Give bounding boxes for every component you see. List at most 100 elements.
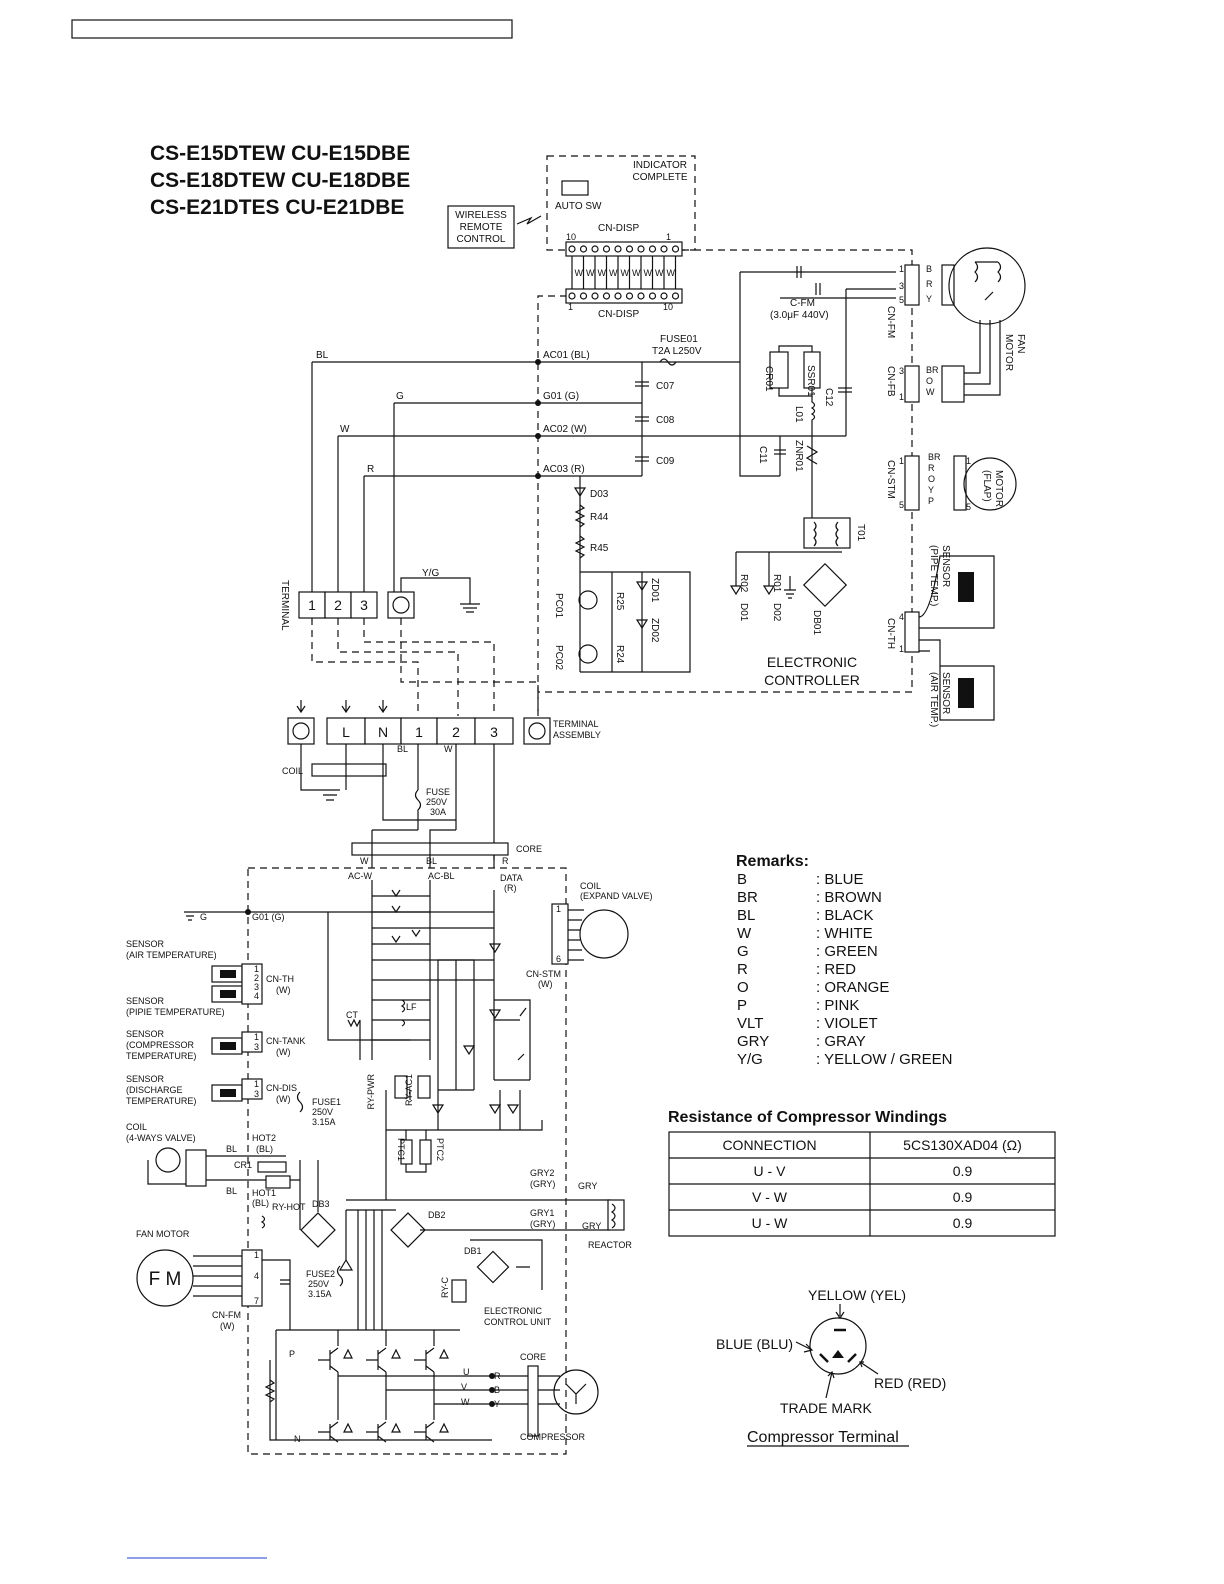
model-title-3: CS-E21DTES CU-E21DBE	[150, 196, 404, 219]
auto-sw-label: AUTO SW	[555, 201, 602, 212]
label-hot1-2: (BL)	[252, 1198, 269, 1208]
label-hot2-1: HOT2	[252, 1133, 276, 1143]
indoor-terminal-label: TERMINAL	[279, 580, 290, 631]
cn-fb-plug	[941, 365, 965, 403]
label-yg: Y/G	[422, 568, 439, 579]
outdoor-ecu-boundary	[247, 867, 567, 1455]
fuse01-rating: T2A L250V	[652, 346, 702, 357]
fan-motor-label-2: MOTOR	[1003, 334, 1014, 371]
cn-th-outdoor-pin-1: 1	[254, 964, 259, 974]
cn-fb-color-o: O	[926, 376, 933, 386]
label-g: G	[396, 391, 404, 402]
fuse-30a-symbol	[414, 789, 422, 830]
varistor-znr01	[805, 445, 819, 465]
cn-stm-expand-pin-1: 1	[556, 904, 561, 914]
cn-dis-pin-3: 3	[254, 1089, 259, 1099]
label-bl-4way-1: BL	[226, 1144, 237, 1154]
igbt-switch	[377, 1330, 401, 1443]
remark-color: : ORANGE	[816, 979, 889, 996]
outdoor-terminal-3-label: 3	[490, 724, 498, 740]
sensor-air-label-1: SENSOR	[940, 672, 951, 714]
transformer-t01	[803, 517, 851, 549]
cn-fm-outdoor-connector	[241, 1249, 263, 1307]
cn-th-outdoor-label-2: (W)	[276, 985, 291, 995]
outdoor-terminal-3	[474, 717, 514, 745]
label-outdoor-g01: G01 (G)	[252, 912, 285, 922]
flap-motor-pin-5: 5	[966, 502, 971, 512]
ground-db01	[784, 576, 796, 599]
fuse1-label-2: 250V	[312, 1107, 333, 1117]
resistance-cell: 0.9	[953, 1163, 973, 1179]
sensor-dis-label-2: (DISCHARGE	[126, 1085, 183, 1095]
cn-fm-color-b: B	[926, 264, 932, 274]
label-fm: F M	[149, 1269, 182, 1290]
remark-code: P	[737, 997, 747, 1014]
label-ry-c: RY-C	[440, 1276, 450, 1298]
sensor-comp-label-3: TEMPERATURE)	[126, 1051, 196, 1061]
ptc2	[419, 1139, 432, 1165]
arrow-trade-mark	[825, 1370, 835, 1399]
indoor-unit: WIRELESS REMOTE CONTROL INDICATOR COMPLE…	[279, 155, 1026, 727]
flap-motor-pin-1: 1	[966, 456, 971, 466]
fuse1-symbol	[296, 1091, 304, 1113]
fan-motor-label-1: FAN	[1015, 334, 1026, 353]
indoor-terminal-1-label: 1	[308, 597, 316, 613]
cn-fb-pin-3: 3	[899, 366, 904, 376]
label-zd02: ZD02	[649, 618, 660, 643]
led-d02	[762, 585, 776, 596]
indoor-terminal-3-label: 3	[360, 597, 368, 613]
bridge-db2	[390, 1212, 426, 1248]
label-d01: D01	[738, 603, 749, 622]
cn-stm-color-br: BR	[928, 452, 941, 462]
indoor-terminal-2-label: 2	[334, 597, 342, 613]
header-frame	[71, 19, 513, 39]
model-title-1: CS-E15DTEW CU-E15DBE	[150, 142, 410, 165]
wireless-remote-label-1: WIRELESS	[455, 210, 507, 221]
remark-color: : YELLOW / GREEN	[816, 1051, 952, 1068]
label-ac-bl: AC-BL	[428, 871, 455, 881]
label-coil: COIL	[282, 766, 303, 776]
label-gry-bottom: GRY	[582, 1221, 601, 1231]
relay-ry-ac1	[417, 1075, 431, 1099]
core-compressor-symbol	[527, 1365, 539, 1437]
resistance-cell: 0.9	[953, 1215, 973, 1231]
cn-disp-bottom-pin-1: 1	[568, 302, 573, 312]
cn-fm-color-r: R	[926, 279, 933, 289]
flap-motor-label-2: (FLAP)	[981, 470, 992, 502]
label-outdoor-bl: BL	[397, 744, 408, 754]
label-ry-ac1: RY-AC1	[404, 1074, 414, 1106]
bridge-db1	[476, 1250, 510, 1284]
label-bl-core: BL	[426, 856, 437, 866]
cn-stm-plug	[953, 455, 967, 511]
remark-code: BR	[737, 889, 758, 906]
sensor-pipe-label-1: SENSOR	[940, 545, 951, 587]
cn-fb-label: CN-FB	[885, 366, 896, 397]
indoor-terminal-3	[350, 591, 378, 619]
input-arrows	[296, 700, 388, 714]
igbt-switch	[425, 1330, 449, 1443]
label-gry1-1: GRY1	[530, 1208, 554, 1218]
electronic-controller-label-1: ELECTRONIC	[767, 654, 857, 670]
cn-stm-expand-connector	[551, 903, 569, 965]
arrow-red	[859, 1361, 879, 1375]
label-w-core: W	[360, 856, 369, 866]
cn-th-label: CN-TH	[885, 618, 896, 649]
fan-motor-symbol	[948, 247, 1026, 325]
label-pc01: PC01	[553, 593, 564, 618]
remark-color: : GRAY	[816, 1033, 866, 1050]
label-ssr01: SSR01	[805, 365, 816, 397]
sensor-air-label-1: SENSOR	[126, 939, 165, 949]
label-b-out: B	[494, 1385, 500, 1395]
cn-disp-bottom-label: CN-DISP	[598, 309, 639, 320]
fuse1-label-1: FUSE1	[312, 1097, 341, 1107]
label-data-2: (R)	[504, 883, 517, 893]
sensor-comp-label-2: (COMPRESSOR	[126, 1040, 195, 1050]
resistance-table: Resistance of Compressor Windings CONNEC…	[668, 1109, 1056, 1237]
cn-disp-wire-label: W	[632, 268, 641, 278]
label-c11: C11	[757, 446, 768, 464]
label-pc02: PC02	[553, 645, 564, 670]
label-r-core: R	[502, 856, 509, 866]
label-c09: C09	[656, 456, 675, 467]
